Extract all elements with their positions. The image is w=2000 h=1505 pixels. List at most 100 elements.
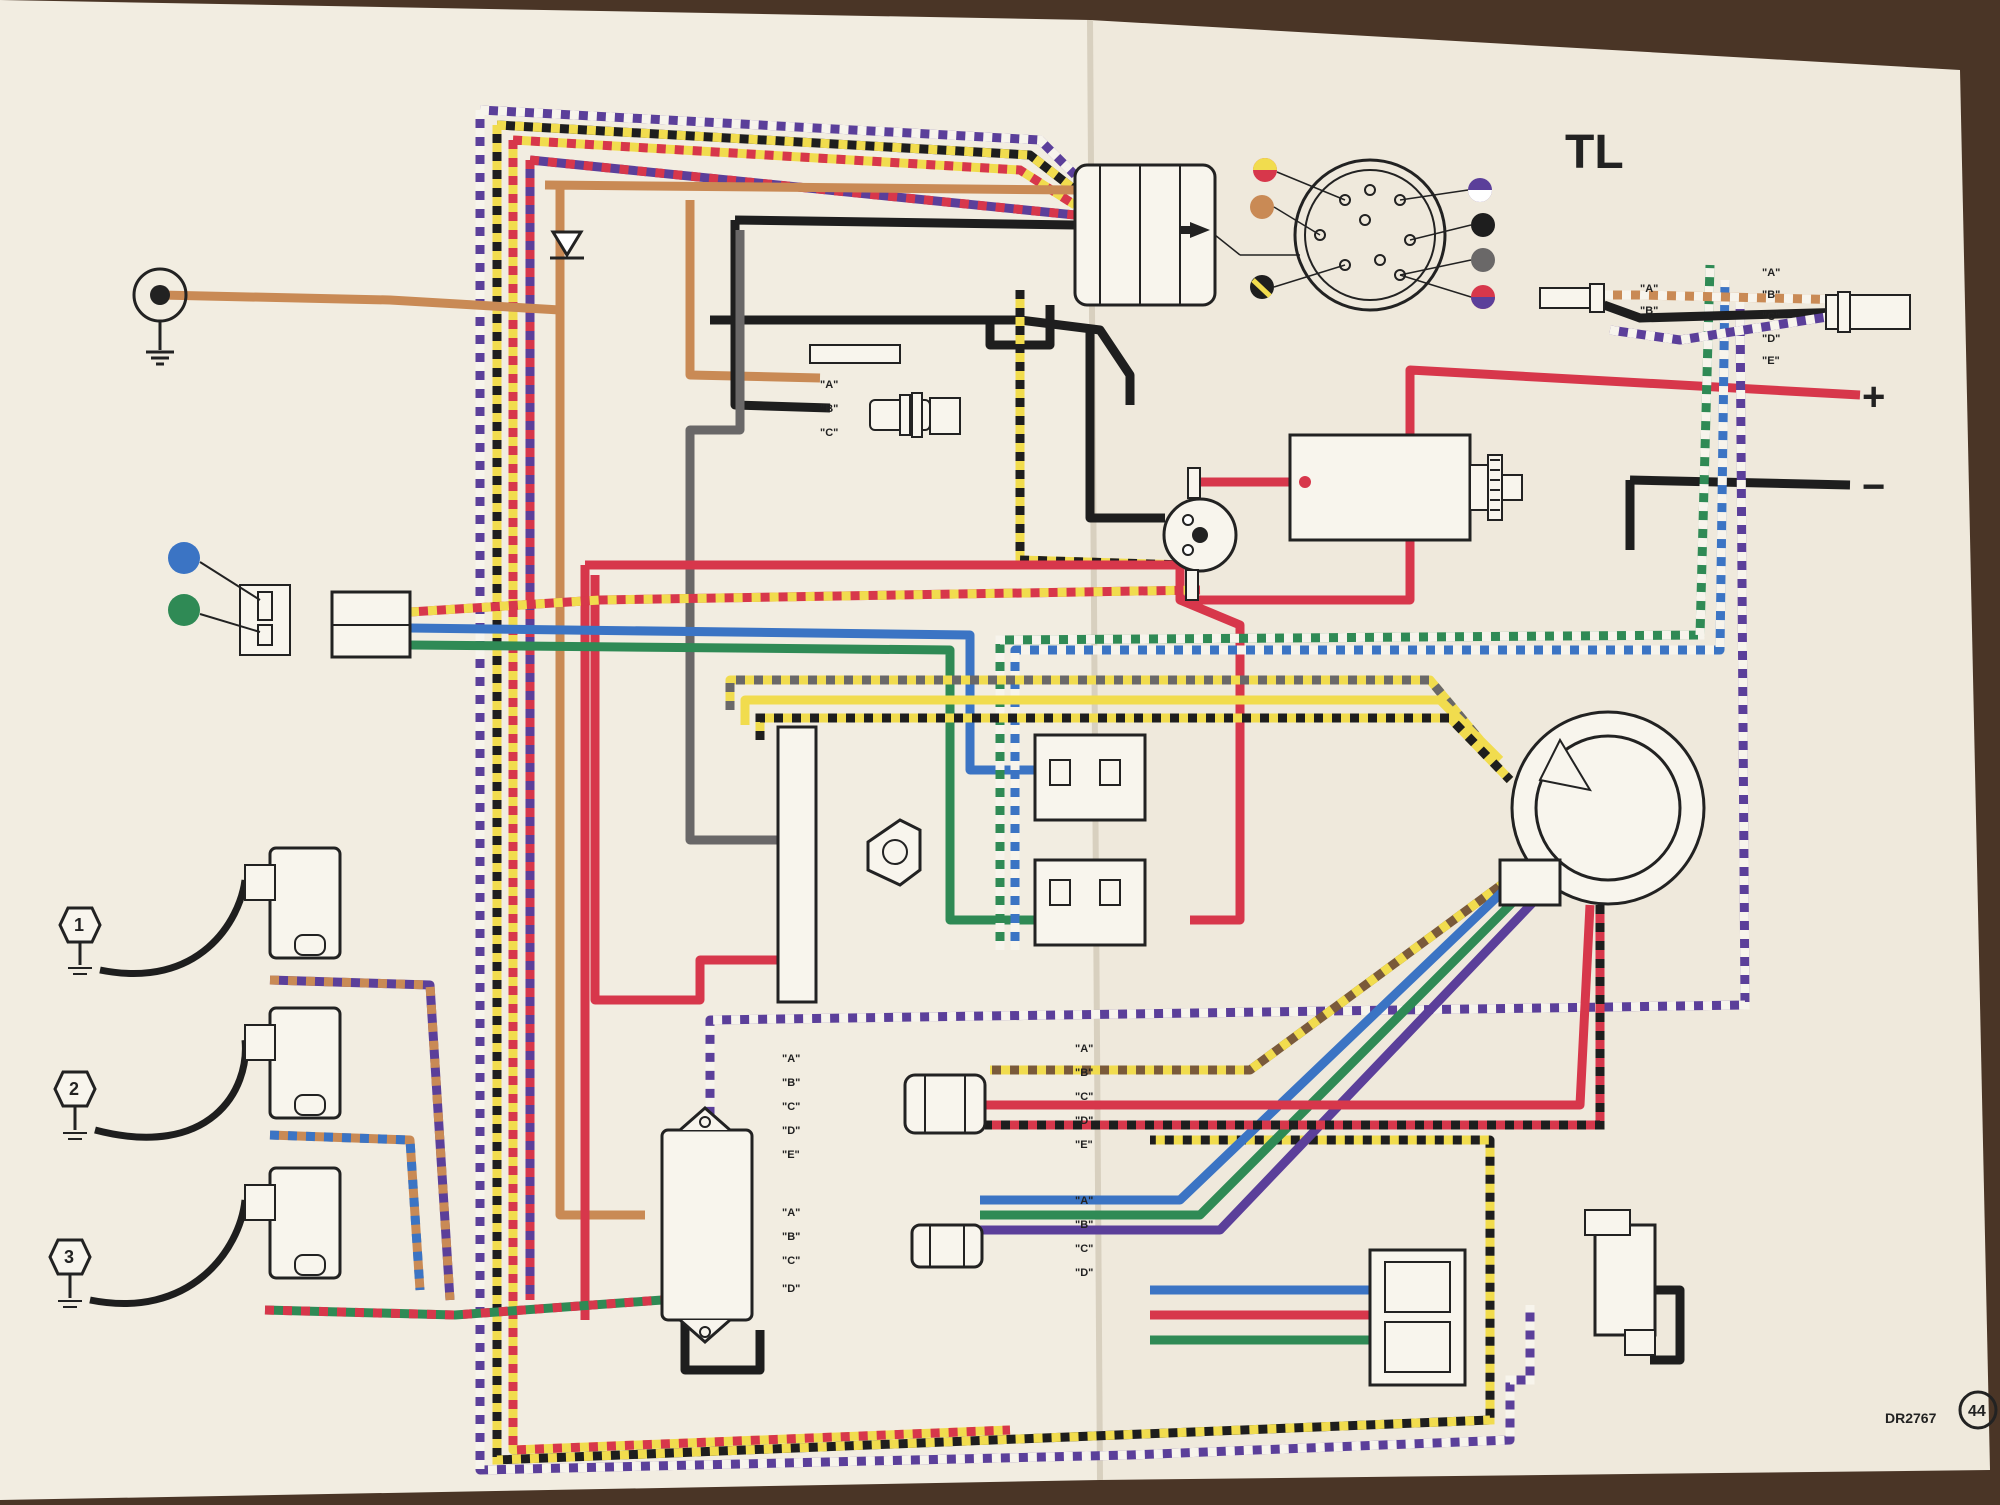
pin-label-d: "D" [1075, 1267, 1093, 1279]
wire-black-primer [1650, 1285, 1685, 1365]
paper-left [0, 0, 1100, 1500]
wire-coil-2-stripe [269, 1130, 425, 1291]
green-indicator-icon [168, 594, 200, 626]
wire-trim-1-stripe [1604, 290, 1851, 305]
diode [550, 230, 584, 260]
arrow-icon [1190, 222, 1210, 238]
wire-trim-3-stripe [1609, 310, 1841, 345]
ignition-coil-3 [244, 1166, 342, 1280]
pin-color-black [1471, 213, 1495, 237]
cylinder-3-label: 3 [64, 1247, 74, 1267]
wire-black-main [730, 215, 1076, 413]
wire-gray-main [685, 230, 778, 845]
pin-label-b: "B" [782, 1077, 800, 1089]
wire-brown-yellow-stator-stripe [990, 856, 1538, 1075]
wire-red-main [585, 365, 1861, 925]
ignition-coil-1 [244, 846, 342, 960]
fuse-box [1368, 1248, 1467, 1387]
pin-label-b: "B" [1075, 1219, 1093, 1231]
wire-yellow-gray-2 [740, 695, 1504, 764]
wire-yellow-gray-stripe [725, 675, 1484, 743]
relay-lower [1033, 858, 1147, 947]
page-number-badge [1958, 1390, 1998, 1430]
pin-label-c: "C" [782, 1101, 800, 1113]
pin-color-tan [1250, 195, 1274, 219]
cylinder-1-label: 1 [74, 915, 84, 935]
pin-label-c: "C" [1075, 1091, 1093, 1103]
thermostat-bracket [866, 818, 922, 887]
starter-solenoid [1162, 467, 1238, 601]
wire-layer [89, 105, 1861, 1475]
pin-label-b: "B" [820, 403, 838, 415]
wire-tan-ground [159, 290, 561, 315]
pin-label-a: "A" [1640, 283, 1658, 295]
wire-black-yellow-outer-stripe [492, 120, 1495, 1465]
pin-label-c: "C" [1762, 311, 1780, 323]
wire-blue-stator [980, 871, 1524, 1205]
pin-label-c: "C" [820, 427, 838, 439]
ignition-coil-2 [244, 1006, 342, 1120]
wire-yellow-black-2-stripe [755, 713, 1514, 784]
pin-label-d: "D" [782, 1125, 800, 1137]
pin-label-a: "A" [1075, 1195, 1093, 1207]
terminal-block [776, 725, 818, 1004]
wire-coil-1 [269, 975, 455, 1301]
wire-green-stator [980, 881, 1534, 1220]
power-pack [660, 1106, 754, 1344]
pin-label-c: "C" [782, 1255, 800, 1267]
tach-connector-box [330, 590, 412, 659]
battery-negative-label: − [1862, 465, 1885, 509]
ground-terminal-top-left [132, 267, 188, 366]
spark-plug-2 [53, 1070, 97, 1140]
three-pin-connector [809, 344, 961, 438]
trim-sender-connector [1539, 283, 1911, 333]
pin-label-a: "A" [782, 1207, 800, 1219]
pin-label-b: "B" [1640, 305, 1658, 317]
pin-color-gray [1471, 248, 1495, 272]
pin-label-a: "A" [1762, 267, 1780, 279]
starter-motor [1288, 433, 1523, 542]
wire-black-to-solenoid [1085, 325, 1165, 523]
wire-green-white-harness-stripe [995, 264, 1715, 950]
pin-label-d: "D" [1075, 1115, 1093, 1127]
wire-black-2 [710, 315, 1135, 405]
blue-indicator-icon [168, 542, 200, 574]
wire-red-yellow-tach [409, 585, 1201, 617]
temperature-switch [168, 542, 291, 656]
wire-spark-3 [89, 1199, 249, 1307]
four-pin-inline-connector [910, 1223, 984, 1269]
battery-positive-label: + [1862, 375, 1885, 419]
pin-label-a: "A" [782, 1053, 800, 1065]
wire-purple-white-outer-stripe [475, 105, 1535, 1475]
stator-ring [1498, 710, 1706, 907]
spark-plug-3 [48, 1238, 92, 1308]
wire-blue-white-harness-stripe [1010, 279, 1730, 950]
wire-tan-main [544, 180, 1076, 1220]
wire-purple-stator [980, 891, 1544, 1235]
connector-pinout [1214, 158, 1495, 312]
wire-spark-1 [99, 879, 249, 977]
pin-label-e: "E" [1075, 1139, 1093, 1151]
five-pin-inline-connector [903, 1073, 987, 1135]
pin-label-b: "B" [1762, 289, 1780, 301]
primer-solenoid [1584, 1209, 1657, 1356]
pin-label-d: "D" [1762, 333, 1780, 345]
pin-label-c: "C" [1075, 1243, 1093, 1255]
pin-label-a: "A" [1075, 1043, 1093, 1055]
pin-label-a: "A" [820, 379, 838, 391]
pin-label-b: "B" [782, 1231, 800, 1243]
pin-label-e: "E" [1762, 355, 1780, 367]
wire-red-2 [590, 575, 780, 1005]
relay-upper [1033, 733, 1147, 822]
component-layer [48, 158, 1911, 1387]
label-layer: TL + − DR2767 44 1 2 3 "A" "B" "C" "A" "… [64, 126, 1998, 1430]
wire-green-tach [409, 640, 1040, 925]
wire-trim-2 [1602, 300, 1851, 323]
wire-coil-3-stripe [264, 1295, 663, 1320]
wire-tan-branch [685, 200, 821, 383]
spark-plug-1 [58, 906, 102, 975]
drawing-number: DR2767 [1885, 1410, 1937, 1426]
pin-label-b: "B" [1075, 1067, 1093, 1079]
wire-red-stator [985, 904, 1595, 1110]
